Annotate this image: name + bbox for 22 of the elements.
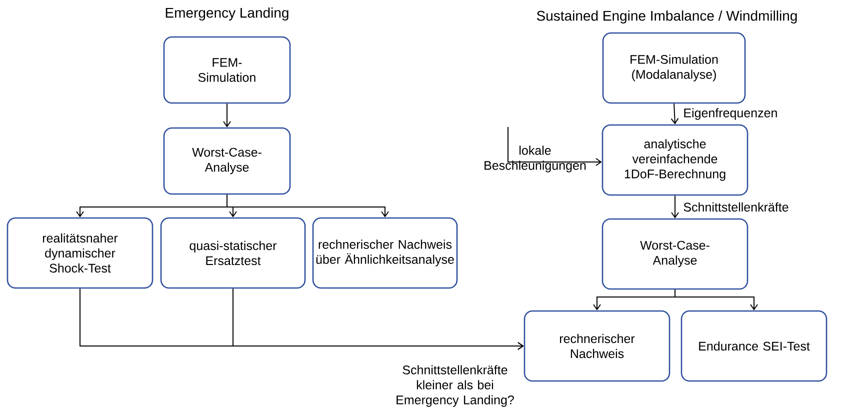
edge-label: Eigenfrequenzen (684, 108, 777, 120)
process-box: FEM-Simulation (163, 36, 291, 104)
arrow (670, 103, 679, 124)
process-box: rechnerischer Nachweis (524, 310, 670, 382)
process-box: analytische vereinfachende 1DoF-Berechnung (602, 124, 748, 196)
arrow (674, 289, 758, 310)
edge-label: lokale Beschleunigungen (484, 146, 586, 172)
process-box: Worst-Case-Analyse (602, 218, 748, 290)
process-box: Endurance SEI-Test (680, 310, 828, 382)
edge-label: Schnittstellenkräfte kleiner als bei Emergency Landing? (396, 365, 514, 407)
arrow (508, 126, 602, 166)
arrow (226, 194, 389, 218)
process-box: quasi-statischer Ersatztest (160, 217, 306, 289)
process-box: realitätsnaher dynamischer Shock-Test (6, 217, 154, 289)
process-box: Worst-Case-Analyse (163, 127, 291, 195)
process-box: FEM-Simulation (Modalanalyse) (602, 32, 746, 104)
heading: Emergency Landing (166, 7, 288, 21)
arrow (223, 103, 231, 128)
arrow (232, 288, 524, 350)
arrow (671, 195, 679, 218)
process-box: rechnerischer Nachweis über Ähnlichkeitsanalyse (312, 217, 458, 289)
edge-label: Schnittstellenkräfte (684, 202, 788, 212)
